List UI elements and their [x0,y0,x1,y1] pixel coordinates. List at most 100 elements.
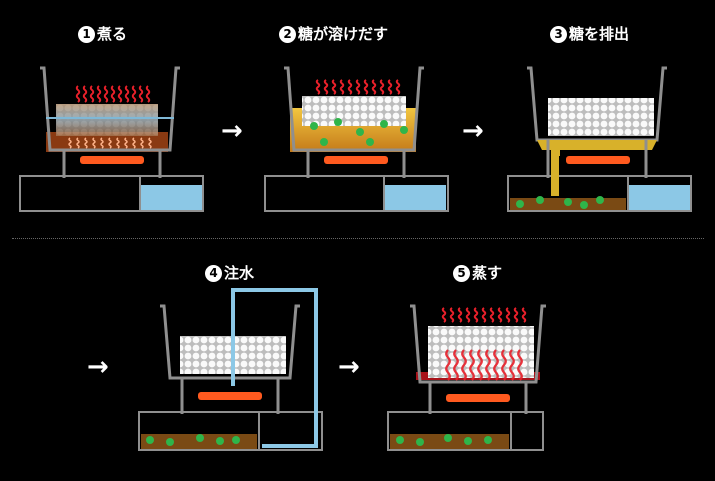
sugar-dot [536,196,544,204]
step1-steam [75,85,151,103]
step3-title: 糖を排出 [569,25,630,43]
step1-boil-waves [68,137,152,149]
arrow-right-icon: → [462,116,484,146]
sugar-dot [356,128,364,136]
step1-syrup-layer [46,132,168,152]
steam-wave [371,79,377,95]
steam-wave [100,137,104,149]
steam-wave [140,137,144,149]
step5-base-box [387,411,544,451]
sugar-dot [366,138,374,146]
sugar-dot [232,436,240,444]
steam-wave [108,137,112,149]
steam-wave [89,85,95,103]
steam-wave [501,349,507,381]
steam-wave [131,85,137,103]
steam-wave [138,85,144,103]
step4-sugar-dots [146,434,240,446]
steam-wave [395,79,401,95]
step5-heater [446,394,510,402]
sugar-dot [320,138,328,146]
steam-wave [473,307,479,323]
step4-number-badge: 4 [205,265,222,282]
steam-wave [493,349,499,381]
steam-wave [103,85,109,103]
sugar-dot [580,201,588,209]
steam-wave [441,307,447,323]
sugar-dot [310,122,318,130]
steam-wave [513,307,519,323]
step1-title: 煮る [97,25,128,43]
steam-wave [489,307,495,323]
steam-wave [96,85,102,103]
step2-grain [302,96,406,126]
sugar-dot [196,434,204,442]
sugar-dot [564,198,572,206]
sugar-dot [444,434,452,442]
sugar-dot [484,436,492,444]
step5-steam-top [441,307,527,323]
sugar-dot [516,200,524,208]
steam-wave [387,79,393,95]
step2-water-tank [384,185,446,210]
sugar-dot [400,126,408,134]
step1-number-badge: 1 [78,26,95,43]
step5-title: 蒸す [472,264,503,282]
steam-wave [517,349,523,381]
steam-wave [509,349,515,381]
steam-wave [323,79,329,95]
steam-wave [465,307,471,323]
step3-drain-syrup [537,140,657,156]
steam-wave [110,85,116,103]
sugar-dot [380,120,388,128]
step3-number-badge: 3 [550,26,567,43]
steam-wave [505,307,511,323]
steam-wave [497,307,503,323]
step3-drain-pipe [551,150,559,196]
arrow-right-icon: → [221,116,243,146]
step2-steam [315,79,401,95]
steam-wave [355,79,361,95]
step2-title: 糖が溶けだす [298,25,389,43]
steam-wave [92,137,96,149]
step3-scene [507,66,692,212]
sugar-dot [396,436,404,444]
step3-grain [548,98,654,136]
step3-base-box [507,175,692,212]
sugar-dot [596,196,604,204]
step1-heater [80,156,144,164]
steam-wave [84,137,88,149]
steam-wave [339,79,345,95]
steam-wave [363,79,369,95]
step2-number-badge: 2 [279,26,296,43]
step4-water-pipe [231,288,318,448]
step5-scene [387,304,546,451]
steam-wave [124,85,130,103]
step4-scene [138,288,323,451]
steam-wave [449,307,455,323]
steam-wave [148,137,152,149]
step4-title: 注水 [224,264,255,282]
step2-pot [284,66,424,152]
step1-pot [40,66,180,152]
step2-base-box [264,175,449,212]
sugar-dot [464,437,472,445]
step2-scene [264,66,449,212]
step4-heater [198,392,262,400]
step1-base-box [19,175,204,212]
step4-pot [160,304,300,380]
steam-wave [461,349,467,381]
arrow-right-icon: → [338,352,360,382]
step5-sugar-dots [396,434,492,446]
steam-wave [132,137,136,149]
steam-wave [116,137,120,149]
steam-wave [453,349,459,381]
step5-number-badge: 5 [453,265,470,282]
step5-steam-through [445,349,523,381]
